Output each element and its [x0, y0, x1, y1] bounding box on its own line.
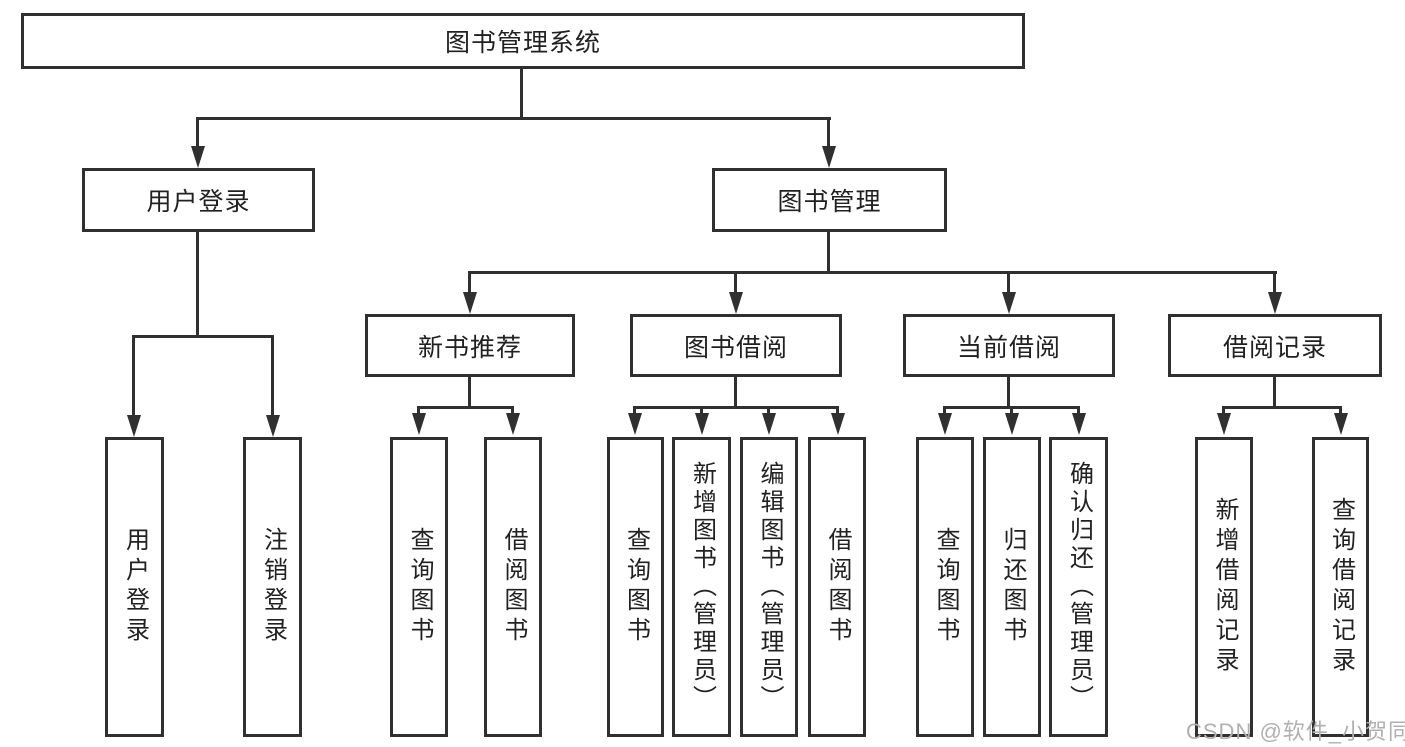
connector-drop-confirm-return	[1077, 406, 1080, 418]
arrowhead-query-book-1	[412, 413, 426, 435]
connector-root-drop-left	[196, 117, 199, 147]
leaf-query-book-2-label: 查询图书	[622, 527, 650, 647]
leaf-confirm-return-label: 确认归还（管理员）	[1065, 461, 1093, 713]
node-book-management-label: 图书管理	[777, 188, 882, 216]
arrowhead-user-login	[191, 146, 205, 168]
leaf-query-book-3: 查询图书	[916, 437, 974, 737]
connector-drop-add-record	[1222, 406, 1225, 418]
leaf-add-record-label: 新增借阅记录	[1211, 497, 1238, 677]
csdn-watermark: CSDN @软件_小贺同学	[1186, 719, 1405, 744]
connector-borrow-records-stem	[1273, 377, 1276, 408]
arrowhead-book-borrow	[729, 292, 743, 314]
node-new-book-recommend-label: 新书推荐	[417, 333, 522, 362]
connector-drop-query-book-2	[633, 406, 636, 418]
connector-drop-add-book	[700, 406, 703, 418]
arrowhead-leaf-logout	[266, 415, 280, 437]
connector-drop-leaf-logout	[271, 335, 274, 415]
leaf-confirm-return: 确认归还（管理员）	[1049, 437, 1108, 737]
connector-borrow-records-rail	[1222, 406, 1342, 409]
connector-drop-query-record	[1339, 406, 1342, 418]
leaf-user-login: 用户登录	[105, 437, 164, 737]
connector-user-login-rail	[132, 335, 274, 338]
node-book-management: 图书管理	[712, 168, 947, 232]
connector-book-management-rail	[468, 271, 1277, 274]
arrowhead-borrow-book-2	[831, 413, 845, 435]
leaf-add-record: 新增借阅记录	[1195, 437, 1253, 737]
connector-drop-leaf-user-login	[132, 335, 135, 415]
arrowhead-borrow-book-1	[506, 413, 520, 435]
node-root: 图书管理系统	[21, 13, 1025, 69]
node-current-borrow-label: 当前借阅	[956, 333, 1061, 362]
connector-new-book-rail	[417, 406, 514, 409]
arrowhead-borrow-records	[1268, 292, 1282, 314]
leaf-return-book: 归还图书	[983, 437, 1041, 737]
arrowhead-return-book	[1005, 413, 1019, 435]
arrowhead-leaf-user-login	[127, 415, 141, 437]
node-borrow-records-label: 借阅记录	[1222, 333, 1327, 362]
arrowhead-current-borrow	[1002, 292, 1016, 314]
arrowhead-new-book-recommend	[463, 292, 477, 314]
leaf-return-book-label: 归还图书	[999, 527, 1026, 647]
leaf-borrow-book-1-label: 借阅图书	[500, 527, 527, 647]
connector-drop-current-borrow	[1007, 271, 1010, 293]
arrowhead-book-management	[822, 146, 836, 168]
arrowhead-add-record	[1217, 413, 1231, 435]
connector-drop-query-book-1	[417, 406, 420, 418]
connector-drop-return-book	[1010, 406, 1013, 418]
leaf-user-login-label: 用户登录	[121, 527, 149, 647]
arrowhead-confirm-return	[1072, 413, 1086, 435]
arrowhead-edit-book	[762, 413, 776, 435]
leaf-query-book-1: 查询图书	[390, 437, 448, 737]
leaf-borrow-book-2: 借阅图书	[808, 437, 866, 737]
node-borrow-records: 借阅记录	[1168, 314, 1382, 377]
leaf-query-record: 查询借阅记录	[1312, 437, 1369, 737]
leaf-borrow-book-2-label: 借阅图书	[824, 527, 851, 647]
arrowhead-query-book-3	[938, 413, 952, 435]
node-book-borrow: 图书借阅	[630, 314, 842, 377]
arrowhead-add-book	[695, 413, 709, 435]
connector-drop-borrow-book-1	[511, 406, 514, 418]
leaf-borrow-book-1: 借阅图书	[484, 437, 542, 737]
node-user-login-label: 用户登录	[146, 188, 251, 216]
connector-drop-edit-book	[767, 406, 770, 418]
node-book-borrow-label: 图书借阅	[683, 333, 788, 362]
arrowhead-query-book-2	[628, 413, 642, 435]
node-root-label: 图书管理系统	[444, 29, 601, 57]
connector-user-login-stem	[196, 232, 199, 337]
connector-root-drop-right	[827, 117, 830, 147]
connector-root-stem	[520, 69, 523, 119]
connector-new-book-stem	[468, 377, 471, 408]
leaf-logout-label: 注销登录	[259, 527, 287, 647]
leaf-logout: 注销登录	[243, 437, 302, 737]
leaf-query-book-1-label: 查询图书	[406, 527, 433, 647]
connector-book-management-stem	[827, 232, 830, 274]
leaf-query-book-3-label: 查询图书	[932, 527, 959, 647]
leaf-edit-book: 编辑图书（管理员）	[740, 437, 798, 737]
arrowhead-query-record	[1334, 413, 1348, 435]
connector-book-borrow-stem	[734, 377, 737, 408]
leaf-query-book-2: 查询图书	[607, 437, 664, 737]
connector-drop-book-borrow	[734, 271, 737, 293]
connector-current-borrow-stem	[1007, 377, 1010, 408]
connector-drop-query-book-3	[943, 406, 946, 418]
leaf-query-record-label: 查询借阅记录	[1327, 497, 1355, 677]
node-current-borrow: 当前借阅	[903, 314, 1115, 377]
connector-book-borrow-rail	[633, 406, 839, 409]
connector-drop-borrow-records	[1273, 271, 1276, 293]
leaf-edit-book-label: 编辑图书（管理员）	[756, 461, 783, 713]
leaf-add-book-label: 新增图书（管理员）	[688, 461, 716, 713]
connector-drop-borrow-book-2	[836, 406, 839, 418]
node-user-login: 用户登录	[82, 168, 315, 232]
connector-drop-new-book	[468, 271, 471, 293]
leaf-add-book: 新增图书（管理员）	[672, 437, 731, 737]
node-new-book-recommend: 新书推荐	[365, 314, 575, 377]
connector-root-rail	[197, 117, 831, 120]
